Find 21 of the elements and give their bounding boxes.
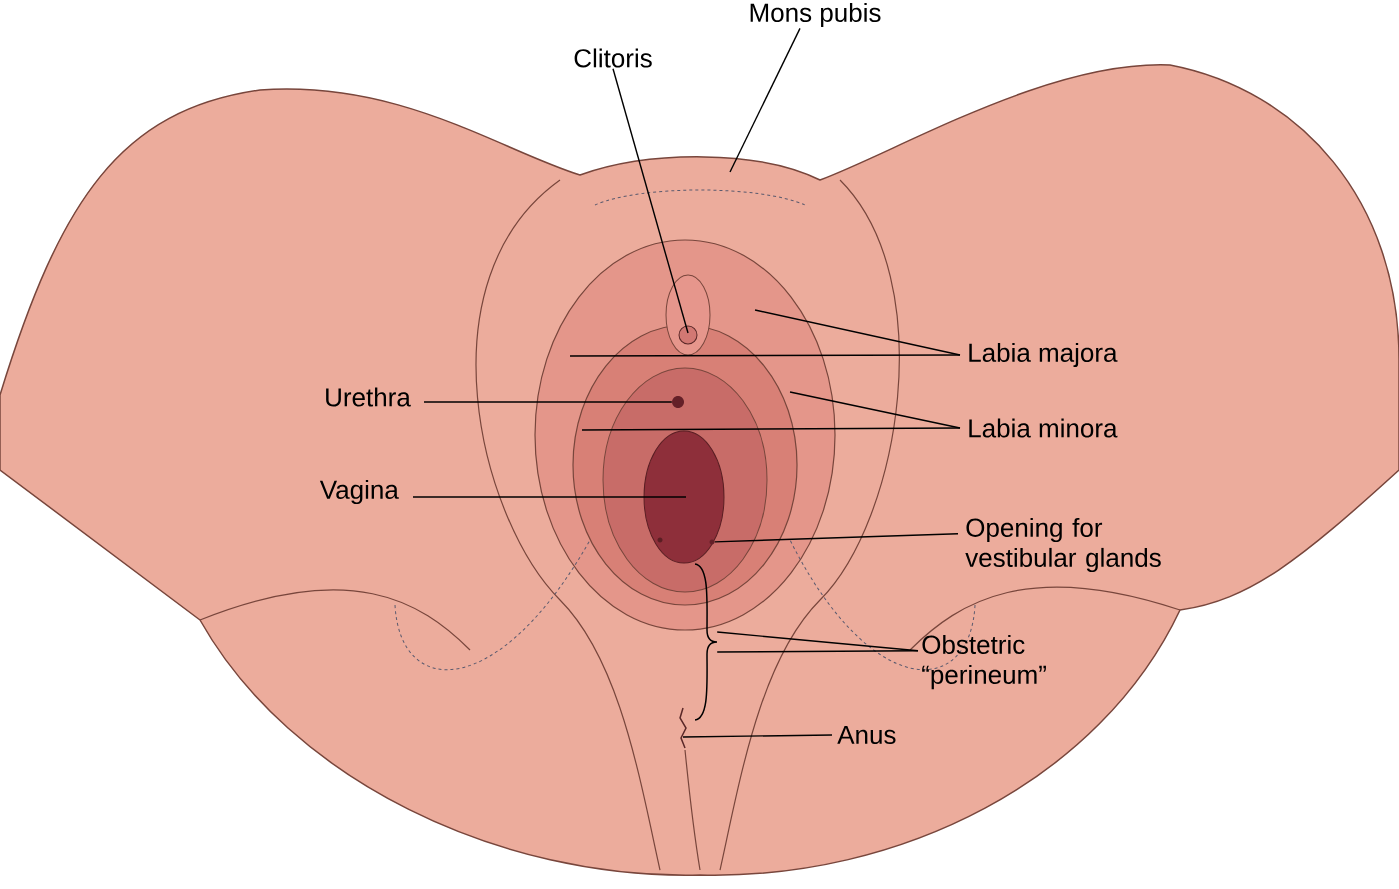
leader-line (569, 354, 961, 357)
leader-line (729, 27, 801, 173)
leader-line (412, 496, 687, 498)
leader-line (612, 68, 689, 334)
label-text: Mons pubis (750, 2, 881, 28)
label-text: Anus (837, 725, 896, 745)
label-text: Labia majora (969, 342, 1118, 368)
leader-line (714, 533, 959, 543)
leader-line (682, 734, 833, 738)
leader-line (423, 401, 673, 403)
label-text: Labia minora (969, 418, 1118, 438)
leader-line (716, 650, 919, 653)
label-text: Obstetric “perineum” (922, 634, 1046, 690)
opening-mark (709, 539, 715, 545)
opening-mark (672, 396, 684, 408)
label-text: Urethra (326, 387, 411, 407)
label-text: Vagina (319, 479, 399, 505)
label-text: Clitoris (574, 48, 652, 68)
label-text: Opening for vestibular glands (965, 517, 1161, 573)
leader-line (581, 427, 961, 431)
bracket (694, 563, 718, 721)
